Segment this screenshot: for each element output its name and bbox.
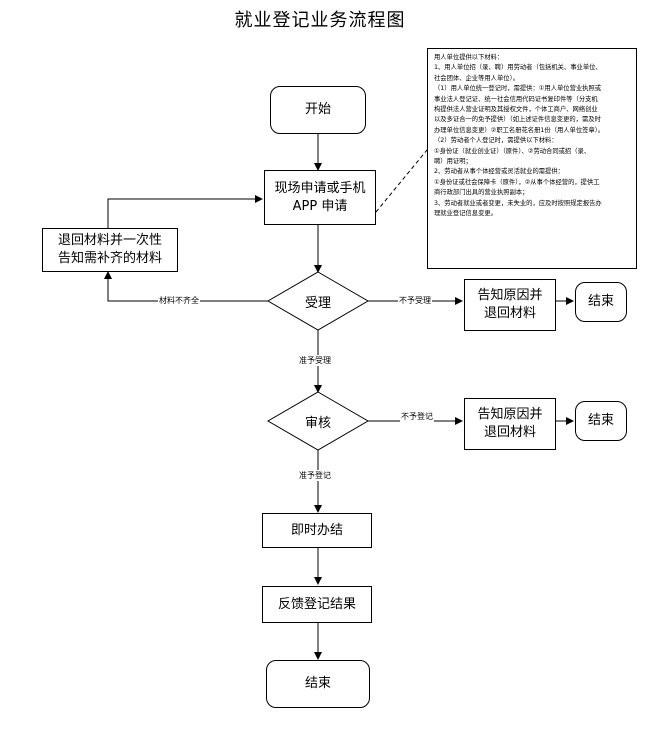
page-title: 就业登记业务流程图 xyxy=(234,10,406,31)
note-line: 用人单位提供以下材料： xyxy=(434,54,504,61)
note-line: （1）用人单位统一登记时，需提供：①用人单位营业执照或 xyxy=(434,85,602,93)
edge-label-accepted: 准予受理 xyxy=(298,355,332,366)
feedback-label: 反馈登记结果 xyxy=(277,596,356,612)
apply-label-line2: APP 申请 xyxy=(292,198,348,214)
note-line: 办理单位信息变更）②职工名册花名册1份（用人单位签章）。 xyxy=(434,126,605,134)
edge-accept-return xyxy=(104,271,268,302)
note-line: 2、劳动者从事个体经营或灵活就业的需提供： xyxy=(434,168,564,176)
note-line: 以及多证合一的免予提供）（如上述证件信息变更的，需及时 xyxy=(434,116,601,124)
note-line: 聘）用证明； xyxy=(434,158,472,166)
accept-diamond xyxy=(267,271,369,331)
materials-note: 用人单位提供以下材料： 1、用人单位招（录、聘）用劳动者（包括机关、事业单位、 … xyxy=(427,48,637,269)
note-line: 理就业登记信息变更。 xyxy=(434,210,497,218)
edge-label-not-registered: 不予登记 xyxy=(400,411,434,422)
edge-label-not-accepted: 不予受理 xyxy=(398,295,432,306)
handle-node: 即时办结 xyxy=(262,513,372,548)
return-label-line1: 退回材料并一次性 xyxy=(57,233,162,248)
reject1-label-line2: 退回材料 xyxy=(483,306,536,321)
reject2-label-line2: 退回材料 xyxy=(483,425,536,440)
feedback-node: 反馈登记结果 xyxy=(262,586,372,623)
start-label: 开始 xyxy=(304,102,331,117)
reject-accept-node: 告知原因并 退回材料 xyxy=(464,279,556,331)
note-line: 社会团体、企业等用人单位）。 xyxy=(434,74,520,82)
note-line: 事业法人登记证、统一社会信用代码证书复印件等（分支机 xyxy=(434,95,598,103)
edge-return-apply xyxy=(107,195,263,228)
end-node-1: 结束 xyxy=(575,282,627,322)
note-line: ①身份证（就业创业证）（原件）、②劳动合同或招（录、 xyxy=(434,147,591,155)
handle-label: 即时办结 xyxy=(290,522,343,538)
start-node: 开始 xyxy=(270,86,366,134)
note-line: ①身份证或社会保障卡（原件），②从事个体经营的，提供工 xyxy=(434,178,600,186)
note-line: 构提供法人营业证明及其授权文件，个体工商户、网络创业 xyxy=(434,106,598,114)
note-line: 1、用人单位招（录、聘）用劳动者（包括机关、事业单位、 xyxy=(434,64,602,72)
edge-label-registered: 准予登记 xyxy=(298,470,332,481)
apply-label-line1: 现场申请或手机 xyxy=(274,180,366,196)
end3-label: 结束 xyxy=(304,676,331,691)
note-line: 商行政部门出具的营业执照副本； xyxy=(434,189,529,197)
note-line: 3、劳动者就业或者变更，未失业的，应及时按照规定报告办 xyxy=(434,199,602,207)
review-label: 审核 xyxy=(304,416,331,431)
reject2-label-line1: 告知原因并 xyxy=(477,407,543,422)
note-line: （2）劳动者个人登记时，需提供以下材料： xyxy=(434,137,558,145)
apply-node: 现场申请或手机 APP 申请 xyxy=(264,170,376,225)
return-label-line2: 告知需补齐的材料 xyxy=(57,251,162,266)
end1-label: 结束 xyxy=(587,294,614,309)
return-materials-node: 退回材料并一次性 告知需补齐的材料 xyxy=(42,228,178,272)
accept-label: 受理 xyxy=(304,296,331,311)
end-node-3: 结束 xyxy=(266,660,370,708)
edge-label-incomplete: 材料不齐全 xyxy=(158,295,200,306)
end-node-2: 结束 xyxy=(575,401,627,441)
review-diamond xyxy=(267,391,369,451)
reject1-label-line1: 告知原因并 xyxy=(477,288,543,303)
reject-review-node: 告知原因并 退回材料 xyxy=(464,398,556,450)
end2-label: 结束 xyxy=(587,413,614,428)
note-connector xyxy=(375,149,428,213)
